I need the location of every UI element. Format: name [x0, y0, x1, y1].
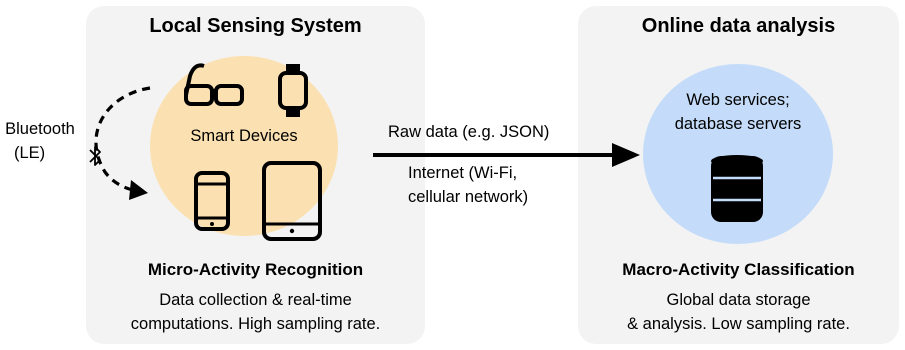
raw-data-label: Raw data (e.g. JSON): [388, 123, 550, 141]
database-icon: [711, 155, 763, 222]
web-services-line2: database servers: [674, 115, 802, 133]
internet-line2: cellular network): [408, 188, 529, 206]
online-description-line1: Global data storage: [666, 291, 811, 309]
online-description: Global data storage & analysis. Low samp…: [578, 288, 899, 336]
bluetooth-line1: Bluetooth: [5, 120, 75, 138]
tablet-icon: [262, 161, 322, 241]
macro-activity-subtitle: Macro-Activity Classification: [622, 260, 855, 279]
glasses-icon: [184, 63, 244, 106]
data-flow-arrow: [373, 143, 640, 167]
web-services-label: Web services; database servers: [643, 88, 833, 136]
smartphone-icon: [194, 171, 230, 231]
online-analysis-title: Online data analysis: [641, 15, 836, 37]
internet-line1: Internet (Wi-Fi,: [408, 164, 518, 182]
bluetooth-icon: [89, 146, 101, 166]
bluetooth-label: Bluetooth (LE): [4, 117, 76, 165]
bluetooth-arrow: [94, 86, 151, 200]
smartwatch-icon: [278, 64, 308, 117]
bluetooth-line2-text: (LE): [14, 144, 46, 162]
local-sensing-title: Local Sensing System: [149, 15, 362, 37]
micro-activity-subtitle: Micro-Activity Recognition: [147, 260, 364, 279]
web-services-line1: Web services;: [686, 91, 790, 109]
internet-label: Internet (Wi-Fi, cellular network): [408, 161, 528, 209]
online-description-line2: & analysis. Low sampling rate.: [627, 315, 850, 333]
local-description: Data collection & real-time computations…: [86, 288, 425, 336]
smart-devices-label: Smart Devices: [190, 127, 298, 145]
local-description-line2: computations. High sampling rate.: [130, 315, 381, 333]
local-description-line1: Data collection & real-time: [159, 291, 352, 309]
bluetooth-line2: (LE): [4, 141, 76, 165]
